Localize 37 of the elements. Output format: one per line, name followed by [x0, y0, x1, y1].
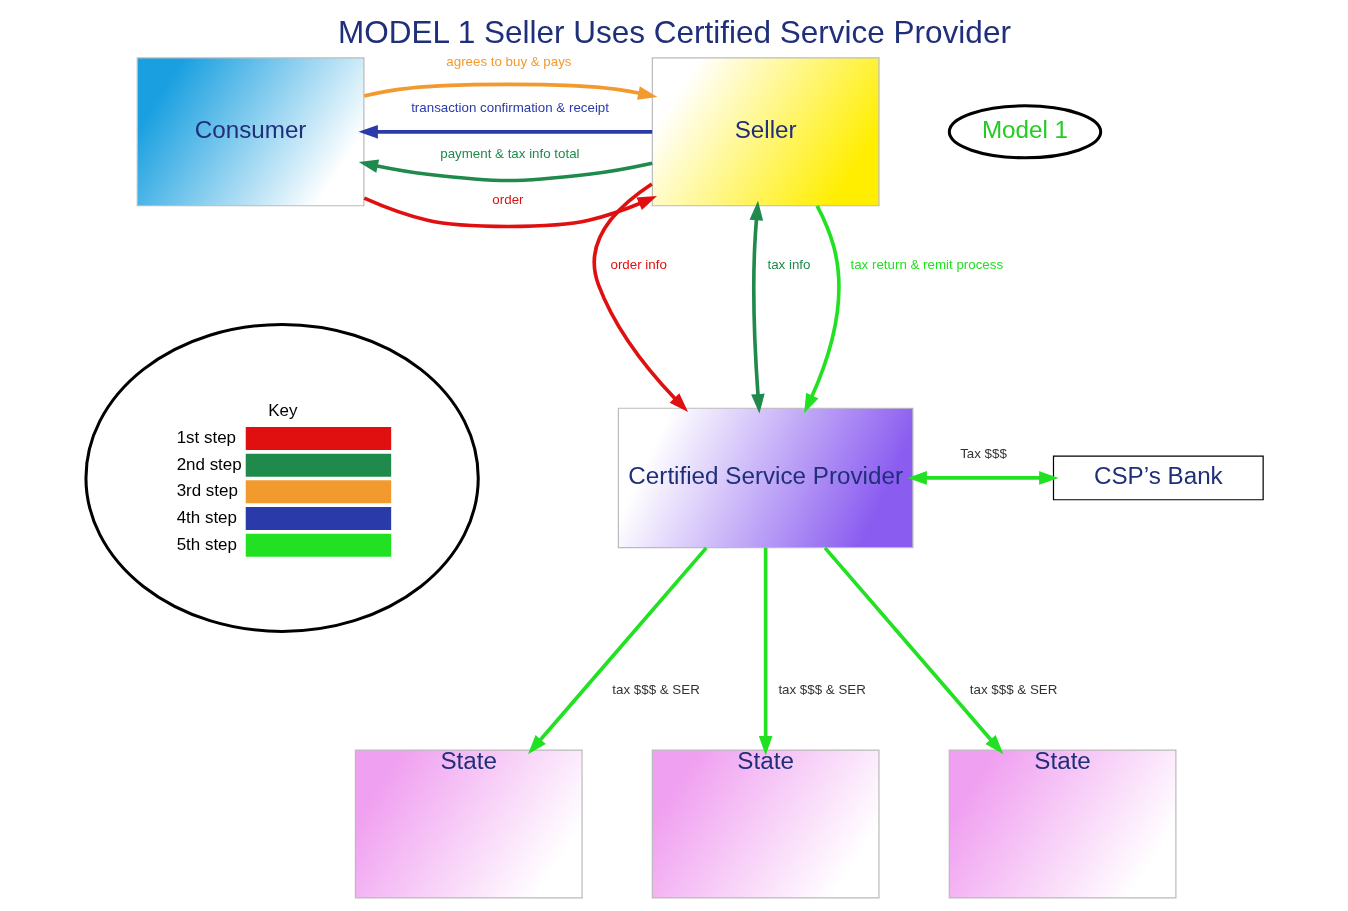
edge-label: payment & tax info total	[439, 146, 580, 162]
legend-label: 1st step	[176, 428, 236, 448]
edge-label: tax $$$ & SER	[969, 682, 1057, 698]
edge-label: agrees to buy & pays	[445, 54, 572, 70]
node-box: State	[651, 749, 880, 899]
legend-label: 5th step	[176, 534, 237, 554]
arrow	[592, 182, 688, 412]
node-box: Seller	[651, 57, 880, 207]
arrow	[749, 200, 765, 414]
arrow	[758, 547, 772, 756]
legend-label: 3rd step	[176, 481, 238, 501]
node-ellipse: Model 1	[947, 104, 1102, 160]
diagram-title: MODEL 1 Seller Uses Certified Service Provider	[337, 14, 1011, 51]
arrow	[803, 205, 841, 414]
node-box: Consumer	[136, 57, 364, 207]
edge-label: tax $$$ & SER	[611, 682, 700, 698]
node-box: Certified Service Provider	[617, 407, 913, 549]
arrow	[358, 159, 653, 183]
node-box: CSP’s Bank	[1052, 455, 1264, 501]
node-box: State	[354, 749, 583, 899]
edge-label: transaction confirmation & receipt	[410, 100, 609, 116]
arrow	[357, 125, 652, 139]
arrow	[906, 471, 1059, 485]
edge-label: order	[491, 192, 523, 208]
edge-label: tax $$$ & SER	[777, 682, 866, 698]
edge-label: Tax $$$	[959, 446, 1007, 462]
arrow	[527, 546, 708, 755]
arrow	[363, 82, 657, 100]
legend-label: 4th step	[176, 508, 237, 527]
arrow	[363, 196, 657, 229]
node-box: State	[948, 749, 1176, 899]
legend-label: 2nd step	[176, 454, 242, 474]
arrow	[823, 546, 1003, 755]
label: Key	[267, 401, 297, 421]
edge-label: order info	[610, 256, 667, 272]
edge-label: tax return & remit process	[849, 256, 1003, 272]
edge-label: tax info	[766, 256, 810, 272]
